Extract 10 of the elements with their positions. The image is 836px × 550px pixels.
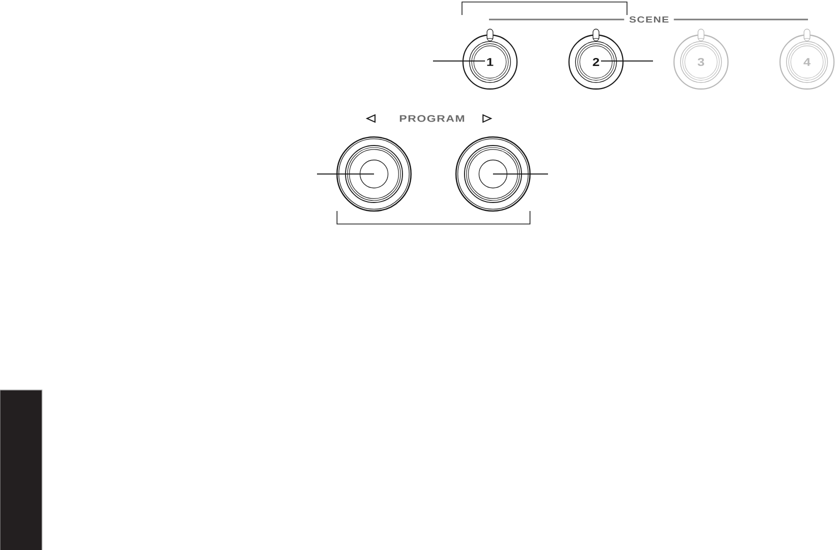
section-label: PROGRAM: [400, 115, 464, 122]
footswitch: [336, 136, 412, 212]
footswitch: 3: [673, 28, 729, 90]
footswitch: 1: [462, 28, 518, 90]
footswitch: 2: [568, 28, 624, 90]
leader-line: [432, 60, 486, 62]
footswitch: [455, 136, 531, 212]
section-label: SCENE: [629, 16, 668, 23]
leader-line: [600, 60, 654, 62]
footswitch: 4: [779, 28, 835, 90]
